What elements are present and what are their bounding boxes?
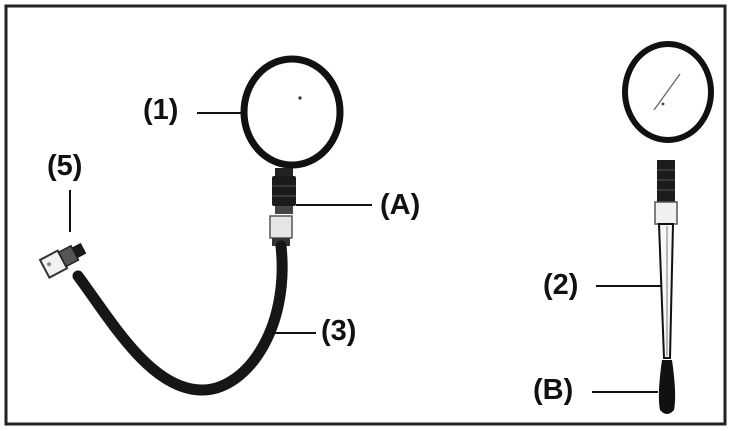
callout-a: (A) (380, 189, 421, 221)
callout-1: (1) (143, 94, 179, 126)
gauge-small (622, 41, 714, 143)
callout-5: (5) (47, 150, 83, 182)
tube-tip-b (658, 360, 676, 414)
callout-3: (3) (321, 315, 357, 347)
extension-tube-2 (657, 223, 675, 359)
gauge-1 (240, 55, 344, 169)
adapter-fitting-a (269, 168, 296, 246)
hose-end-5 (38, 242, 87, 279)
callout-2: (2) (543, 269, 579, 301)
threaded-fitting (654, 160, 678, 225)
figure-frame (4, 4, 727, 426)
hose-3 (72, 240, 288, 396)
callout-b: (B) (533, 374, 574, 406)
